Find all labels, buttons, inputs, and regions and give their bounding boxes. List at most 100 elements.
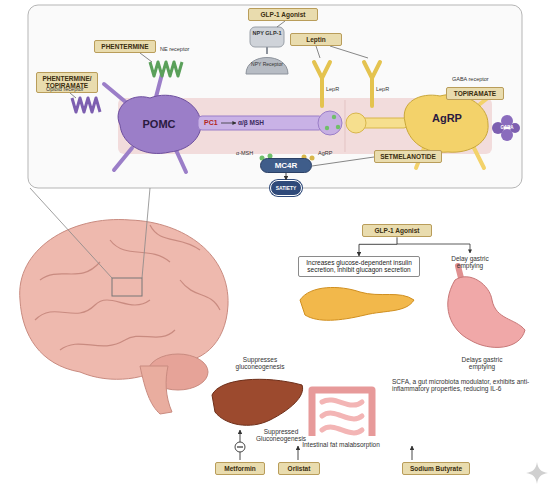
annotation-label: α/β MSH	[238, 119, 264, 126]
neuron-label: POMC	[128, 110, 190, 138]
annotation-label: Suppressed Gluconeogenesis	[250, 428, 312, 443]
stomach	[448, 277, 525, 348]
annotation-label: LepR	[326, 86, 339, 92]
node-text: Sodium Butyrate	[410, 465, 462, 472]
axon-terminal	[318, 111, 342, 135]
drug-tag: Orlistat	[278, 462, 320, 475]
leptin-receptor	[314, 62, 330, 106]
drug-tag: TOPIRAMATE	[446, 87, 504, 100]
node-text: SETMELANOTIDE	[380, 153, 436, 160]
liver	[212, 379, 303, 425]
drug-tag: GLP-1 Agonist	[248, 8, 318, 21]
small-intestine	[322, 400, 362, 433]
zoom-box	[112, 278, 142, 296]
brainstem	[140, 366, 172, 414]
binding-stalk	[266, 47, 268, 54]
annotation-label: AgRP	[318, 150, 332, 156]
gyrus	[35, 300, 150, 320]
zoom-line	[142, 188, 150, 278]
vesicle	[325, 126, 329, 130]
leader-line	[70, 93, 76, 98]
pomc-axon	[198, 116, 323, 130]
annotation-label: GABA receptor	[452, 76, 489, 82]
axon-terminal	[346, 113, 366, 133]
gyrus	[110, 240, 170, 262]
annotation-label: LepR	[376, 86, 389, 92]
hormone-tag: Leptin	[290, 33, 342, 46]
zoom-line	[30, 188, 112, 278]
vesicle	[336, 125, 340, 129]
leader-line	[277, 21, 285, 27]
annotation-label: PC1	[204, 119, 218, 127]
annotation-label: SCFA, a gut microbiota modulator, exhibi…	[392, 378, 530, 393]
satiety-circle: SATIETY	[270, 180, 302, 196]
connector-arrow	[359, 237, 397, 256]
annotation-label: Opioid receptor	[46, 86, 84, 92]
vesicle	[332, 115, 336, 119]
node-text: Leptin	[306, 36, 326, 43]
connector-arrow	[286, 173, 287, 180]
inhibit-symbol	[235, 442, 245, 452]
dendrite	[474, 148, 484, 168]
annotation-label: α-MSH	[236, 150, 253, 156]
drug-tag: Sodium Butyrate	[402, 462, 470, 475]
leader-line	[140, 53, 152, 62]
branch-arrow	[397, 244, 470, 253]
opioid-receptor	[72, 98, 100, 112]
ne-receptor	[150, 62, 182, 76]
pomc-neuron	[118, 95, 201, 153]
dendrite	[176, 150, 186, 172]
annotation-label: Suppresses gluconeogenesis	[222, 356, 298, 371]
up-arrow	[298, 446, 299, 460]
annotation-label: NE receptor	[160, 46, 189, 52]
receptor-box: MC4R	[260, 158, 312, 173]
drug-tag: PHENTERMINE	[94, 40, 156, 53]
sparkle-watermark	[526, 462, 548, 484]
gyrus	[60, 330, 175, 350]
pomc-dendrites	[104, 74, 186, 172]
cell-divider	[345, 100, 346, 152]
intestine-loop	[322, 400, 362, 405]
node-text: Orlistat	[288, 465, 311, 472]
leptin-receptor	[364, 62, 380, 106]
drug-tag: Metformin	[215, 462, 265, 475]
brain	[20, 220, 228, 380]
node-text: TOPIRAMATE	[454, 90, 496, 97]
neuron-label: AgRP	[414, 104, 480, 132]
dendrite	[156, 74, 162, 97]
drug-tag: GLP-1 Agonist	[362, 224, 432, 237]
leader-line	[330, 46, 368, 58]
glp1-ligand	[250, 27, 284, 47]
annotation-label: Intestinal fat malabsorption	[298, 441, 384, 448]
minus-bar	[237, 446, 243, 447]
node-text: MC4R	[275, 161, 298, 170]
pancreas	[300, 287, 414, 320]
node-text: Increases glucose-dependent insulin secr…	[302, 259, 416, 274]
drug-tag: SETMELANOTIDE	[374, 150, 442, 163]
intestine-loop	[322, 413, 362, 419]
npy-receptor	[246, 58, 288, 75]
node-text: Metformin	[224, 465, 255, 472]
cleavage-arrow	[221, 123, 236, 124]
node-text: GLP-1 Agonist	[261, 11, 306, 18]
annotation-label: Delays gastric emptying	[450, 356, 514, 371]
leader-line	[312, 157, 374, 166]
node-text: AgRP	[432, 112, 462, 124]
gyrus	[180, 280, 220, 310]
brain-gyri	[35, 225, 220, 350]
colon	[312, 390, 372, 436]
effect-box: Increases glucose-dependent insulin secr…	[298, 256, 420, 277]
gyrus	[150, 225, 200, 250]
node-text: POMC	[143, 118, 176, 130]
annotation-label: GABA	[494, 125, 520, 130]
leader-line	[316, 46, 320, 58]
dendrite	[114, 148, 132, 170]
gyrus	[40, 262, 100, 280]
node-text: SATIETY	[276, 185, 297, 191]
annotation-label: Delay gastric emptying	[440, 255, 500, 270]
annotation-label: NPY GLP-1	[250, 30, 284, 36]
intestine-loop	[322, 427, 362, 433]
inset-panel	[28, 5, 522, 188]
annotation-label: NPY Receptor	[246, 62, 288, 68]
